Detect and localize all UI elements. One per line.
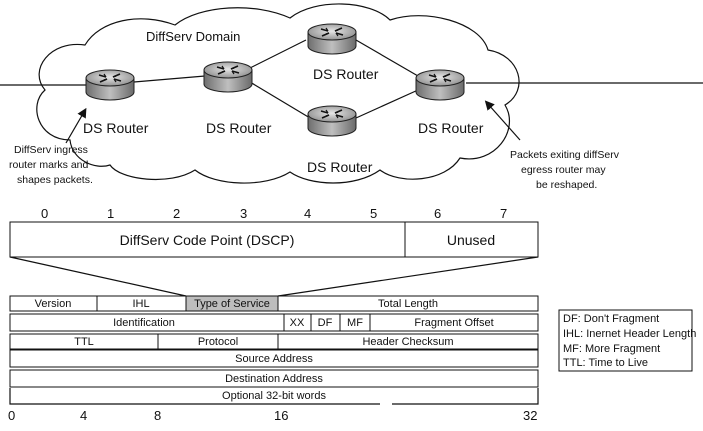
total-length-label: Total Length <box>378 298 438 310</box>
ip-header: Version IHL Type of Service Total Length… <box>9 295 539 405</box>
domain-label: DiffServ Domain <box>146 29 240 44</box>
ds-bit-number: 4 <box>304 206 311 221</box>
legend-entry: IHL: Inernet Header Length <box>563 328 696 340</box>
egress-note-line: be reshaped. <box>536 179 597 191</box>
ihl-label: IHL <box>132 298 149 310</box>
ds-bit-number: 1 <box>107 206 114 221</box>
bit-scale-number: 4 <box>80 408 87 423</box>
router-label-upper: DS Router <box>313 66 379 82</box>
router-icon <box>203 61 253 93</box>
egress-arrow <box>484 100 521 141</box>
ttl-label: TTL <box>74 336 94 348</box>
ingress-note-line: DiffServ ingress <box>14 144 88 156</box>
dscp-label: DiffServ Code Point (DSCP) <box>120 232 295 248</box>
xx-flag-label: XX <box>290 317 305 329</box>
egress-note-line: Packets exiting diffServ <box>510 149 620 161</box>
version-label: Version <box>35 298 72 310</box>
identification-label: Identification <box>113 317 175 329</box>
bit-scale-number: 32 <box>523 408 537 423</box>
router-label-lower: DS Router <box>307 159 373 175</box>
ingress-note-line: shapes packets. <box>17 174 93 186</box>
ingress-arrow <box>65 107 87 144</box>
diffserv-domain-cloud <box>36 3 520 184</box>
ds-bit-number: 5 <box>370 206 377 221</box>
df-flag-label: DF <box>318 317 333 329</box>
legend-entry: DF: Don't Fragment <box>563 313 659 325</box>
ds-bit-number: 0 <box>41 206 48 221</box>
destination-address-label: Destination Address <box>225 373 323 385</box>
dscp-field <box>9 221 406 258</box>
bit-scale-number: 0 <box>8 408 15 423</box>
legend-entry: TTL: Time to Live <box>563 357 648 369</box>
ds-bit-number: 7 <box>500 206 507 221</box>
expansion-line-right <box>277 256 539 297</box>
expansion-line-left <box>9 256 187 297</box>
bit-scale-number: 8 <box>154 408 161 423</box>
unused-label: Unused <box>447 232 495 248</box>
router-icon <box>307 105 357 137</box>
optional-words-label: Optional 32-bit words <box>222 390 326 402</box>
protocol-label: Protocol <box>198 336 238 348</box>
ingress-note-line: router marks and <box>9 159 89 171</box>
egress-note-line: egress router may <box>521 164 606 176</box>
ds-field-bit-numbers: 0 1 2 3 4 5 6 7 <box>41 206 507 221</box>
router-label-ingress: DS Router <box>83 120 149 136</box>
ds-bit-number: 6 <box>434 206 441 221</box>
router-icon <box>307 23 357 55</box>
mf-flag-label: MF <box>347 317 363 329</box>
router-icon <box>415 69 465 101</box>
bit-scale-number: 16 <box>274 408 288 423</box>
fragment-offset-label: Fragment Offset <box>414 317 493 329</box>
router-label-core: DS Router <box>206 120 272 136</box>
ip-header-bit-scale: 0 4 8 16 32 <box>8 408 537 423</box>
network-links <box>0 39 703 119</box>
router-label-egress: DS Router <box>418 120 484 136</box>
ds-bit-number: 2 <box>173 206 180 221</box>
router-icon <box>85 69 135 101</box>
legend-entry: MF: More Fragment <box>563 343 660 355</box>
source-address-label: Source Address <box>235 353 313 365</box>
abbreviation-legend: DF: Don't Fragment IHL: Inernet Header L… <box>558 309 696 372</box>
header-checksum-label: Header Checksum <box>362 336 453 348</box>
unused-field <box>404 221 539 258</box>
ds-bit-number: 3 <box>240 206 247 221</box>
tos-label: Type of Service <box>194 298 270 310</box>
